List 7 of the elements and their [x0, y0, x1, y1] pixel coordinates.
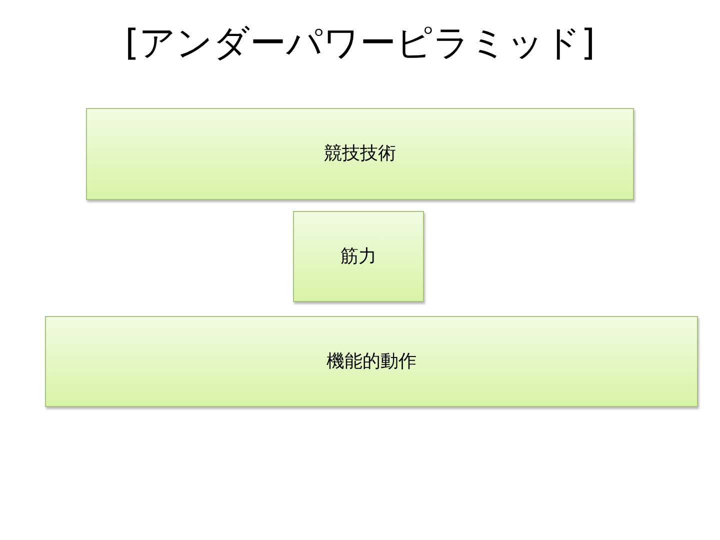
level-box: [86, 108, 634, 200]
title: [アンダーパワーピラミッド]: [124, 23, 596, 64]
level-box: [45, 316, 698, 407]
level-label: 機能的動作: [326, 350, 416, 374]
level-label: 筋力: [340, 244, 376, 268]
level-box: [293, 211, 424, 302]
level-label: 競技技術: [324, 142, 396, 166]
